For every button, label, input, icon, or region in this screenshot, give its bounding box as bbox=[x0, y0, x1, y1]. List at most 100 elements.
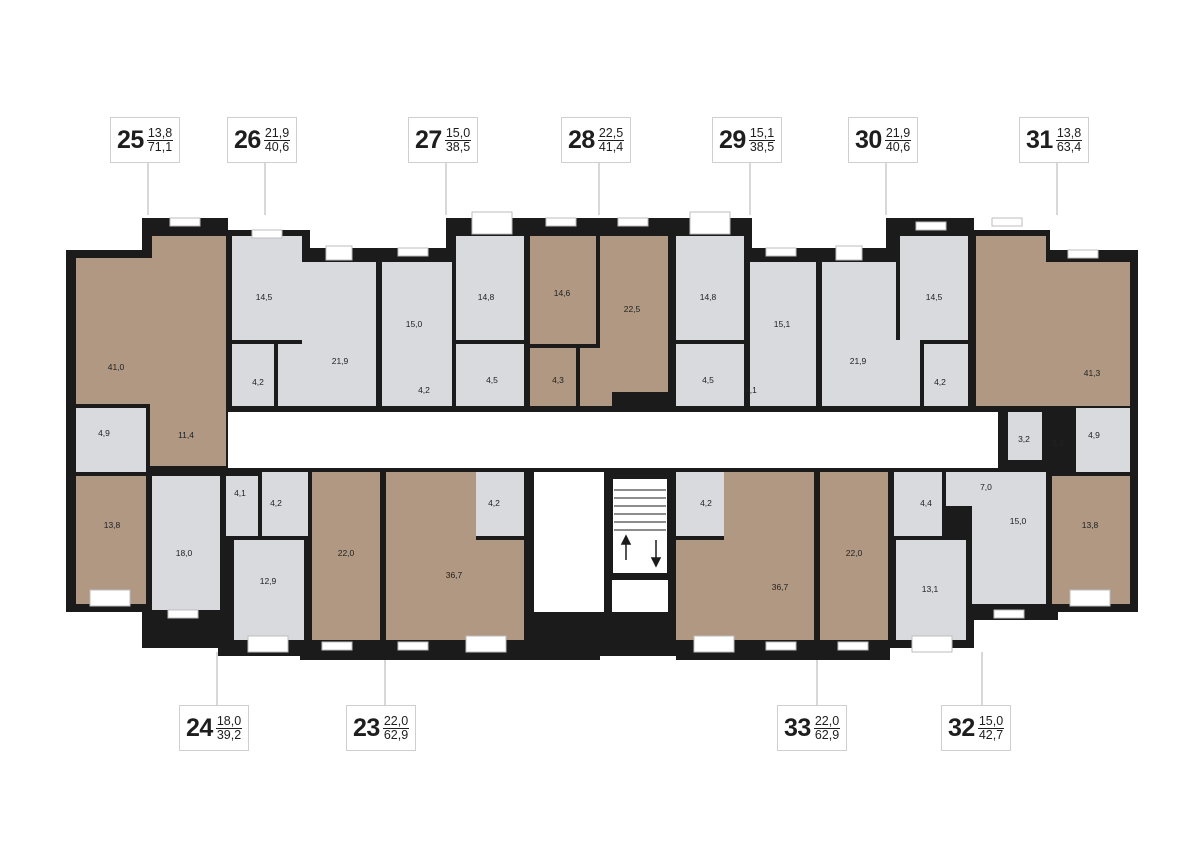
apartment-number: 26 bbox=[234, 125, 261, 154]
apartment-number: 24 bbox=[186, 713, 213, 742]
room-area-label: 3,2 bbox=[1018, 434, 1030, 444]
unit-32-hall bbox=[946, 470, 1046, 506]
room-area-label: 15,0 bbox=[406, 319, 423, 329]
living-area: 22,5 bbox=[597, 125, 625, 141]
unit-27-main bbox=[382, 262, 452, 406]
unit-30-main bbox=[822, 262, 920, 406]
room-area-label: 41,0 bbox=[108, 362, 125, 372]
room-area-label: 14,6 bbox=[554, 288, 571, 298]
unit-29-room bbox=[676, 236, 744, 340]
room-area-label: 4,2 bbox=[934, 377, 946, 387]
unit-29-main bbox=[750, 262, 816, 406]
room-area-label: 14,5 bbox=[926, 292, 943, 302]
unit-33-room bbox=[820, 472, 888, 640]
apartment-number: 25 bbox=[117, 125, 144, 154]
unit-32-main bbox=[972, 506, 1046, 604]
apartment-number: 32 bbox=[948, 713, 975, 742]
total-area: 39,2 bbox=[216, 727, 242, 742]
room-area-label: 4,1 bbox=[745, 385, 757, 395]
unit-24-bath bbox=[262, 470, 308, 536]
stair-steps bbox=[614, 489, 666, 531]
unit-27-room bbox=[456, 236, 524, 340]
apartment-number: 31 bbox=[1026, 125, 1053, 154]
total-area: 62,9 bbox=[814, 727, 840, 742]
windows bbox=[89, 211, 1111, 653]
apartment-number: 23 bbox=[353, 713, 380, 742]
unit-23-bath bbox=[476, 472, 524, 536]
unit-30-bath bbox=[924, 344, 968, 406]
unit-23-room bbox=[312, 472, 380, 640]
unit-28-room bbox=[530, 236, 596, 344]
room-area-label: 3,4 bbox=[1052, 438, 1064, 448]
units-bottom bbox=[152, 470, 1046, 640]
apartment-number: 28 bbox=[568, 125, 595, 154]
unit-26-room bbox=[232, 236, 302, 340]
total-area: 38,5 bbox=[749, 139, 775, 154]
room-area-label: 4,1 bbox=[234, 488, 246, 498]
total-area: 62,9 bbox=[383, 727, 409, 742]
unit-24-main bbox=[234, 540, 304, 640]
living-area: 22,0 bbox=[382, 713, 410, 729]
room-area-label: 4,2 bbox=[418, 385, 430, 395]
living-area: 22,0 bbox=[813, 713, 841, 729]
room-area-label: 4,9 bbox=[1088, 430, 1100, 440]
room-area-label: 14,5 bbox=[256, 292, 273, 302]
unit-33-main bbox=[676, 472, 814, 640]
room-area-label: 4,3 bbox=[552, 375, 564, 385]
unit-26-main bbox=[278, 262, 376, 406]
total-area: 42,7 bbox=[978, 727, 1004, 742]
room-area-label: 13,8 bbox=[1082, 520, 1099, 530]
unit-31-closet bbox=[1008, 412, 1042, 460]
living-area: 18,0 bbox=[215, 713, 243, 729]
room-area-label: 4,2 bbox=[488, 498, 500, 508]
room-area-label: 13,8 bbox=[104, 520, 121, 530]
room-area-label: 4,9 bbox=[98, 428, 110, 438]
room-area-label: 21,9 bbox=[332, 356, 349, 366]
unit-25-bath bbox=[76, 408, 146, 472]
units-top bbox=[76, 236, 1130, 604]
apartment-number: 33 bbox=[784, 713, 811, 742]
unit-23-main bbox=[386, 472, 524, 640]
room-area-label: 36,7 bbox=[772, 582, 789, 592]
room-area-label: 18,0 bbox=[176, 548, 193, 558]
room-area-label: 36,7 bbox=[446, 570, 463, 580]
unit-29-bath bbox=[676, 344, 744, 406]
room-area-label: 4,2 bbox=[270, 498, 282, 508]
unit-24-hall bbox=[226, 476, 258, 536]
unit-31-bath bbox=[1076, 408, 1130, 472]
room-area-label: 22,0 bbox=[846, 548, 863, 558]
unit-32-room bbox=[896, 540, 966, 640]
total-area: 40,6 bbox=[264, 139, 290, 154]
room-area-label: 22,0 bbox=[338, 548, 355, 558]
room-area-label: 4,2 bbox=[252, 377, 264, 387]
apartment-number: 30 bbox=[855, 125, 882, 154]
unit-28-bath bbox=[530, 348, 576, 406]
stair-arrows bbox=[620, 534, 662, 568]
room-area-label: 14,8 bbox=[700, 292, 717, 302]
living-area: 15,0 bbox=[977, 713, 1005, 729]
stair-hall bbox=[534, 472, 604, 612]
stair-landing bbox=[612, 580, 668, 612]
living-area: 13,8 bbox=[1055, 125, 1083, 141]
living-area: 13,8 bbox=[146, 125, 174, 141]
unit-28-main bbox=[580, 236, 668, 406]
total-area: 41,4 bbox=[598, 139, 624, 154]
unit-30-room bbox=[900, 236, 968, 340]
partitions bbox=[228, 406, 1050, 472]
unit-31-living bbox=[976, 236, 1130, 406]
living-area: 15,0 bbox=[444, 125, 472, 141]
unit-25-living bbox=[76, 236, 226, 466]
apartment-number: 27 bbox=[415, 125, 442, 154]
